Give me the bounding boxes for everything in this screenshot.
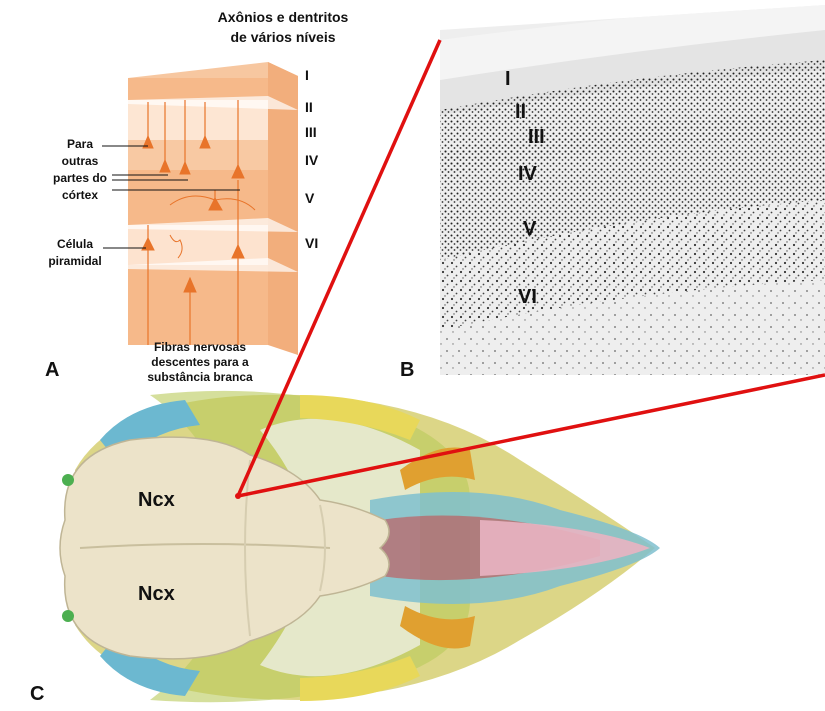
panel-a: I II III IV V VI Axônios e dentritos de …: [45, 9, 349, 384]
layer-label-a-2: II: [305, 99, 313, 115]
label-other-cortex-2: outras: [62, 154, 99, 168]
label-other-cortex-4: córtex: [62, 188, 98, 202]
label-pyramidal-cell: Célula piramidal: [48, 237, 101, 268]
panel-a-title-line2: de vários níveis: [230, 29, 335, 45]
region-label-ncx-1: Ncx: [138, 489, 175, 511]
layer-label-a-3: III: [305, 124, 317, 140]
pointer-origin: [235, 493, 241, 499]
layer-label-a-5: V: [305, 190, 315, 206]
label-other-cortex-1: Para: [67, 137, 93, 151]
panel-b: I II III IV V VI B: [400, 0, 825, 381]
label-descending-fibers: Fibras nervosas descentes para a substân…: [147, 340, 253, 384]
layer-label-b-1: I: [505, 68, 511, 90]
histology-image: [440, 0, 825, 375]
skull-illustration: [60, 391, 660, 702]
label-fibers-2: descentes para a: [151, 355, 249, 369]
layer-label-a-1: I: [305, 67, 309, 83]
layer-label-a-6: VI: [305, 235, 318, 251]
panel-a-letter: A: [45, 359, 59, 381]
layer-label-b-2: II: [515, 101, 526, 123]
label-other-cortex: Para outras partes do córtex: [53, 137, 107, 202]
label-other-cortex-3: partes do: [53, 171, 107, 185]
layer-label-b-6: VI: [518, 286, 537, 308]
layer-label-b-5: V: [523, 218, 537, 240]
layer-label-b-3: III: [528, 126, 545, 148]
layer-label-b-4: IV: [518, 163, 538, 185]
panel-c-letter: C: [30, 683, 44, 705]
panel-c: Ncx Ncx C: [30, 391, 660, 705]
label-pyramidal-2: piramidal: [48, 254, 101, 268]
label-fibers-1: Fibras nervosas: [154, 340, 246, 354]
panel-a-title-line1: Axônios e dentritos: [218, 9, 349, 25]
label-pyramidal-1: Célula: [57, 237, 93, 251]
layer-label-a-4: IV: [305, 152, 319, 168]
panel-b-letter: B: [400, 359, 414, 381]
label-fibers-3: substância branca: [147, 370, 253, 384]
region-label-ncx-2: Ncx: [138, 583, 175, 605]
panel-a-layer-labels: I II III IV V VI: [305, 67, 319, 251]
